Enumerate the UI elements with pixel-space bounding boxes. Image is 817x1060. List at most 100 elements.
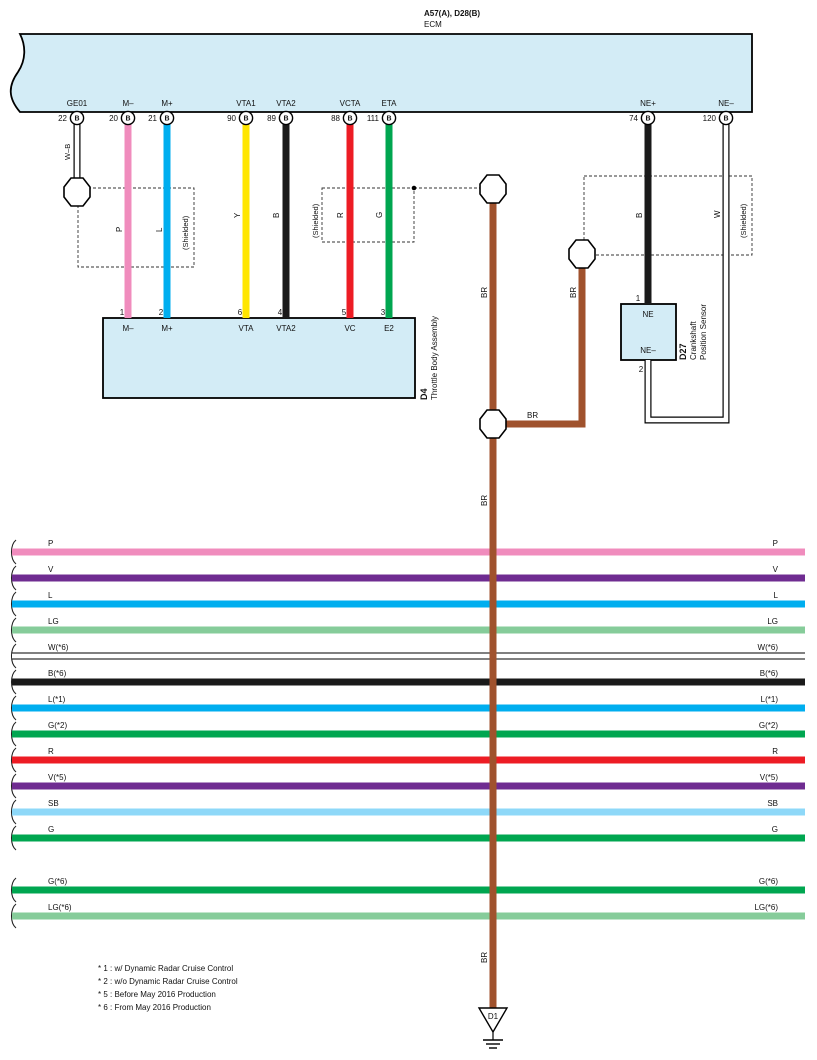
ecm-pin-letter: B [243,116,248,123]
splice-crank-shield [568,239,596,269]
ecm-pin-letter: B [347,116,352,123]
bus-wire-label-right: B(*6) [760,669,779,678]
ecm-pin-name: M+ [161,99,173,108]
throttle-pin: 2M+ [159,308,173,333]
bus-wire-break-mark [10,617,17,643]
throttle-pin-name: VC [344,324,355,333]
wire-ne-minus [645,120,729,423]
bus-wire-label-left: L(*1) [48,695,66,704]
bus-wire-break-mark [10,539,17,565]
bus-wire-break-mark [10,825,17,851]
throttle-pin-name: E2 [384,324,394,333]
ecm-pin-letter: B [723,116,728,123]
bus-wire-label-left: G [48,825,54,834]
ecm-component: A57(A), D28(B) ECM [9,9,753,113]
bus-wire-break-mark [10,773,17,799]
bus-wire-label-right: V(*5) [760,773,779,782]
throttle-pin-name: M– [122,324,134,333]
ecm-pin-number: 90 [227,114,236,123]
ecm-pin-number: 88 [331,114,340,123]
bus-wire-label-right: SB [767,799,778,808]
throttle-pin-number: 5 [342,308,347,317]
wire-label-m-plus: L [155,227,164,232]
wire-label-eta: G [375,212,384,218]
ecm-pin-connector [381,110,397,126]
ecm-pin-number: 20 [109,114,118,123]
footnote: * 1 : w/ Dynamic Radar Cruise Control [98,964,233,973]
splice-ge01 [63,177,91,207]
bus-wire: V(*5) V(*5) [10,773,805,799]
crank-pin-name: NE– [640,346,656,355]
throttle-pin: 1M– [120,308,134,333]
bus-wire-label-left: V(*5) [48,773,67,782]
bus-wire-label-right: G(*6) [759,877,778,886]
bus-wire: B(*6)B(*6) [10,669,805,695]
bus-wire: W(*6)W(*6) [10,643,805,669]
wire-label-vta1: Y [233,212,242,218]
ecm-pin-name: VTA1 [236,99,256,108]
ecm-pin-m-plus: M+B21 [148,99,175,126]
footnotes: * 1 : w/ Dynamic Radar Cruise Control* 2… [98,964,238,1012]
ecm-pin-connector [120,110,136,126]
ecm-pin-number: 111 [367,114,380,123]
bus-wire-break-mark [10,591,17,617]
bus-wire-break-mark [10,695,17,721]
bus-wire-break-mark [10,669,17,695]
ecm-pin-number: 89 [267,114,276,123]
crank-pin-number: 2 [639,365,644,374]
bus-wire: LG(*6)LG(*6) [10,903,805,929]
throttle-pin-name: VTA2 [276,324,296,333]
shield-box-motor [77,187,195,268]
ecm-pin-name: ETA [382,99,398,108]
ecm-pin-connector [342,110,358,126]
ecm-pin-connector [69,110,85,126]
throttle-pin-number: 3 [381,308,386,317]
ecm-pin-name: NE+ [640,99,656,108]
wire-label-m-minus: P [115,227,124,232]
ground-code: D1 [488,1012,499,1021]
bus-wire-label-right: L [774,591,779,600]
ecm-pin-letter: B [74,116,79,123]
bus-wire-label-right: P [773,539,778,548]
wire-label-ne-plus: B [635,213,644,218]
ecm-connector-label: A57(A), D28(B) [424,9,480,18]
ecm-pin-connector [718,110,734,126]
ecm-pin-letter: B [645,116,650,123]
bus-wire-label-left: P [48,539,53,548]
footnote: * 5 : Before May 2016 Production [98,990,216,999]
wire-label-branch: BR [527,411,538,420]
crank-name-line1: Crankshaft [689,321,698,360]
bus-wire: L(*1)L(*1) [10,695,805,721]
wire-label-ground-lower: BR [480,952,489,963]
bus-wire-break-mark [10,799,17,825]
footnote: * 6 : From May 2016 Production [98,1003,211,1012]
throttle-pin-name: VTA [239,324,255,333]
bus-wire-label-left: L [48,591,53,600]
wire-label-vta2: B [272,213,281,218]
bus-wire-label-right: R [772,747,778,756]
throttle-pin-name: M+ [161,324,173,333]
wire-ne-minus-outline [644,120,730,424]
bus-wire-break-mark [10,903,17,929]
wire-label-ne-minus: W [713,210,722,218]
bus-wire-label-right: LG(*6) [754,903,778,912]
splice-sensor-shield [479,174,507,204]
crank-pin-number: 1 [636,294,641,303]
crank-name-line2: Position Sensor [699,304,708,360]
bus-wire: G(*2)G(*2) [10,721,805,747]
bus-wire-label-left: G(*6) [48,877,67,886]
bus-wire-label-left: LG [48,617,59,626]
bus-wire-label-left: W(*6) [48,643,69,652]
wire-label-ge01: W–B [63,144,72,160]
shield-box-crank [583,175,753,256]
bus-wire: G(*6) G(*6) [10,877,805,903]
ecm-pin-name: VTA2 [276,99,296,108]
shield-label-sensor: (Shielded) [311,203,320,238]
throttle-pin-number: 6 [238,308,243,317]
